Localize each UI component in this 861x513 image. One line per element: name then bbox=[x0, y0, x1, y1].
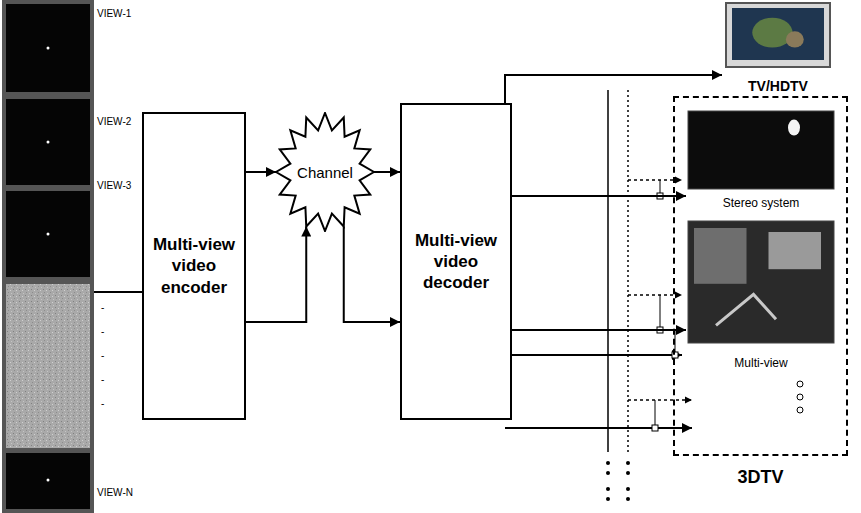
tv-display: TV/HDTV bbox=[722, 2, 834, 94]
view-frame bbox=[6, 4, 90, 92]
frame-dot bbox=[47, 141, 50, 144]
multiview-screen bbox=[688, 221, 834, 343]
frame-dot bbox=[47, 47, 50, 50]
node-label: Stereo system bbox=[723, 196, 800, 210]
bus-line-dotted bbox=[627, 90, 629, 452]
tv-screen bbox=[732, 8, 824, 60]
view-label: VIEW-1 bbox=[97, 8, 131, 19]
depth-arrow bbox=[628, 399, 692, 401]
flow-arrow bbox=[246, 171, 276, 173]
view-arrow bbox=[505, 354, 682, 356]
group-3dtv: 3DTVStereo systemMulti-view bbox=[673, 96, 848, 456]
input-line bbox=[94, 291, 143, 293]
continuation-mark: - bbox=[101, 350, 104, 361]
flow-arrow bbox=[246, 227, 306, 322]
display-picture bbox=[686, 110, 836, 190]
tap-line bbox=[660, 295, 661, 330]
tap-line bbox=[655, 400, 656, 428]
node-label: Multi-view bbox=[734, 356, 787, 370]
continuation-dot bbox=[606, 497, 610, 501]
view-frame bbox=[6, 453, 90, 509]
view-label: VIEW-N bbox=[97, 487, 133, 498]
continuation-mark: - bbox=[101, 398, 104, 409]
multiview-image bbox=[769, 232, 822, 269]
tv-image bbox=[786, 31, 804, 47]
view-label: VIEW-3 bbox=[97, 180, 131, 191]
channel-burst: Channel bbox=[275, 112, 375, 232]
flow-arrow bbox=[505, 75, 722, 103]
display-picture bbox=[686, 220, 836, 344]
view-label: VIEW-2 bbox=[97, 116, 131, 127]
view-frame bbox=[6, 99, 90, 185]
frame-dot bbox=[47, 233, 50, 236]
stereo-image bbox=[788, 120, 800, 136]
more-dot bbox=[797, 407, 803, 413]
flow-arrow bbox=[512, 329, 686, 331]
flow-arrow bbox=[512, 195, 686, 197]
view-arrow bbox=[505, 427, 692, 429]
flow-arrow bbox=[374, 171, 400, 173]
continuation-dot bbox=[606, 487, 610, 491]
continuation-mark: - bbox=[101, 302, 104, 313]
multiview-image bbox=[694, 228, 747, 284]
bus-line bbox=[607, 90, 609, 452]
continuation-dot bbox=[606, 471, 610, 475]
tv-frame bbox=[726, 3, 830, 67]
node-label: Multi-view video encoder bbox=[148, 234, 240, 298]
node-label: TV/HDTV bbox=[748, 78, 808, 94]
display-picture bbox=[722, 2, 834, 70]
stereo-screen bbox=[688, 111, 834, 189]
tv-image bbox=[752, 18, 792, 48]
view-frame bbox=[6, 191, 90, 277]
burst-shape bbox=[276, 113, 374, 231]
view-gap bbox=[6, 284, 90, 448]
decoder-box: Multi-view video decoder bbox=[400, 103, 512, 420]
node-label: Multi-view video decoder bbox=[406, 230, 506, 294]
multiview-image bbox=[716, 294, 776, 325]
more-dot bbox=[797, 394, 803, 400]
multiview-display: Multi-view bbox=[686, 220, 836, 370]
continuation-dot bbox=[626, 487, 630, 491]
continuation-dot bbox=[626, 471, 630, 475]
node-label: 3DTV bbox=[737, 467, 783, 488]
tap-square bbox=[652, 425, 658, 431]
encoder-box: Multi-view video encoder bbox=[142, 112, 246, 420]
more-dot bbox=[797, 381, 803, 387]
flow-arrow bbox=[344, 227, 400, 322]
stereo-display: Stereo system bbox=[686, 110, 836, 210]
continuation-dot bbox=[606, 461, 610, 465]
view-strip bbox=[2, 0, 94, 513]
continuation-mark: - bbox=[101, 374, 104, 385]
continuation-mark: - bbox=[101, 326, 104, 337]
continuation-dot bbox=[626, 497, 630, 501]
continuation-dot bbox=[626, 461, 630, 465]
frame-dot bbox=[47, 479, 50, 482]
node-label: Channel bbox=[297, 164, 353, 181]
